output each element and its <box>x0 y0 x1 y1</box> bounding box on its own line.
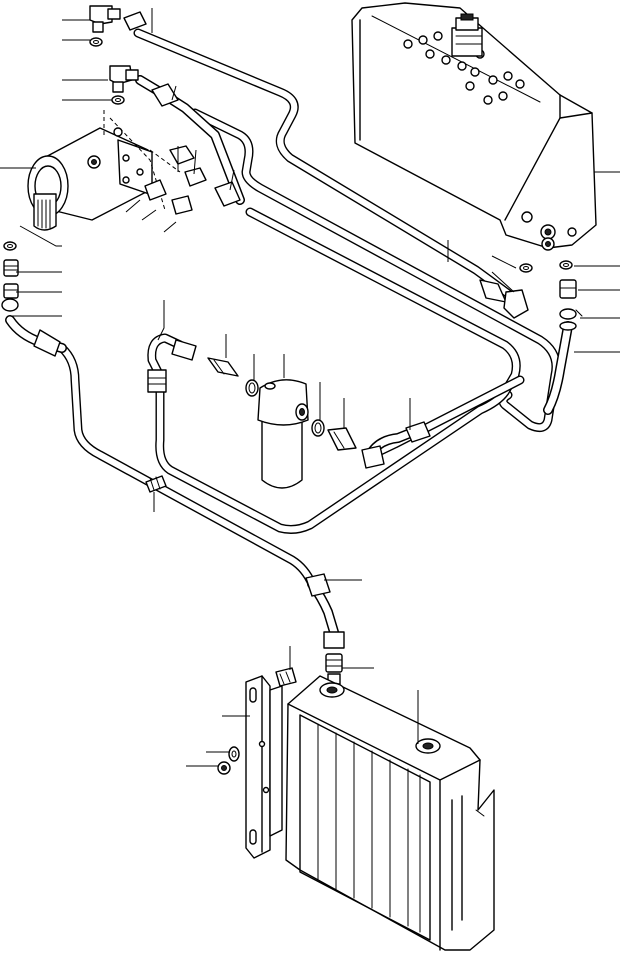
mounting-bracket <box>245 675 283 859</box>
lock-washer <box>228 746 240 762</box>
o-ring-2 <box>311 419 325 437</box>
hose-elbow-left <box>1 298 61 357</box>
bracket-bolt <box>275 667 297 687</box>
pipe-clamp <box>145 475 167 493</box>
rubber-hose-right <box>543 321 577 415</box>
washer-top <box>89 37 103 47</box>
nipple-left <box>3 283 19 299</box>
hex-nut <box>217 761 231 775</box>
washer-left <box>3 241 17 251</box>
oil-cooler <box>285 675 495 951</box>
connector-fitting <box>207 357 239 377</box>
cooler-inlet-fitting <box>325 653 343 685</box>
hose-clamp <box>559 308 583 320</box>
hydraulic-tank <box>351 2 597 251</box>
straight-fitting <box>327 427 357 451</box>
washer-2 <box>111 95 125 105</box>
washer-right <box>519 260 573 273</box>
gear-pump <box>27 127 153 231</box>
tank-breather <box>451 13 483 57</box>
elbow-fitting-2 <box>109 65 139 93</box>
tube-nut <box>147 339 197 393</box>
elbow-fitting-top <box>89 5 147 33</box>
hose-elbow-mid <box>361 421 431 469</box>
hose-end-fittings <box>144 83 241 215</box>
adapter-left <box>3 259 19 277</box>
callout-leaders <box>0 8 620 767</box>
tank-cover-bolts <box>403 31 525 105</box>
oil-filter <box>257 379 309 489</box>
hose-elbow-right <box>479 279 529 319</box>
o-ring-1 <box>245 379 259 397</box>
adapter-right <box>559 279 577 299</box>
